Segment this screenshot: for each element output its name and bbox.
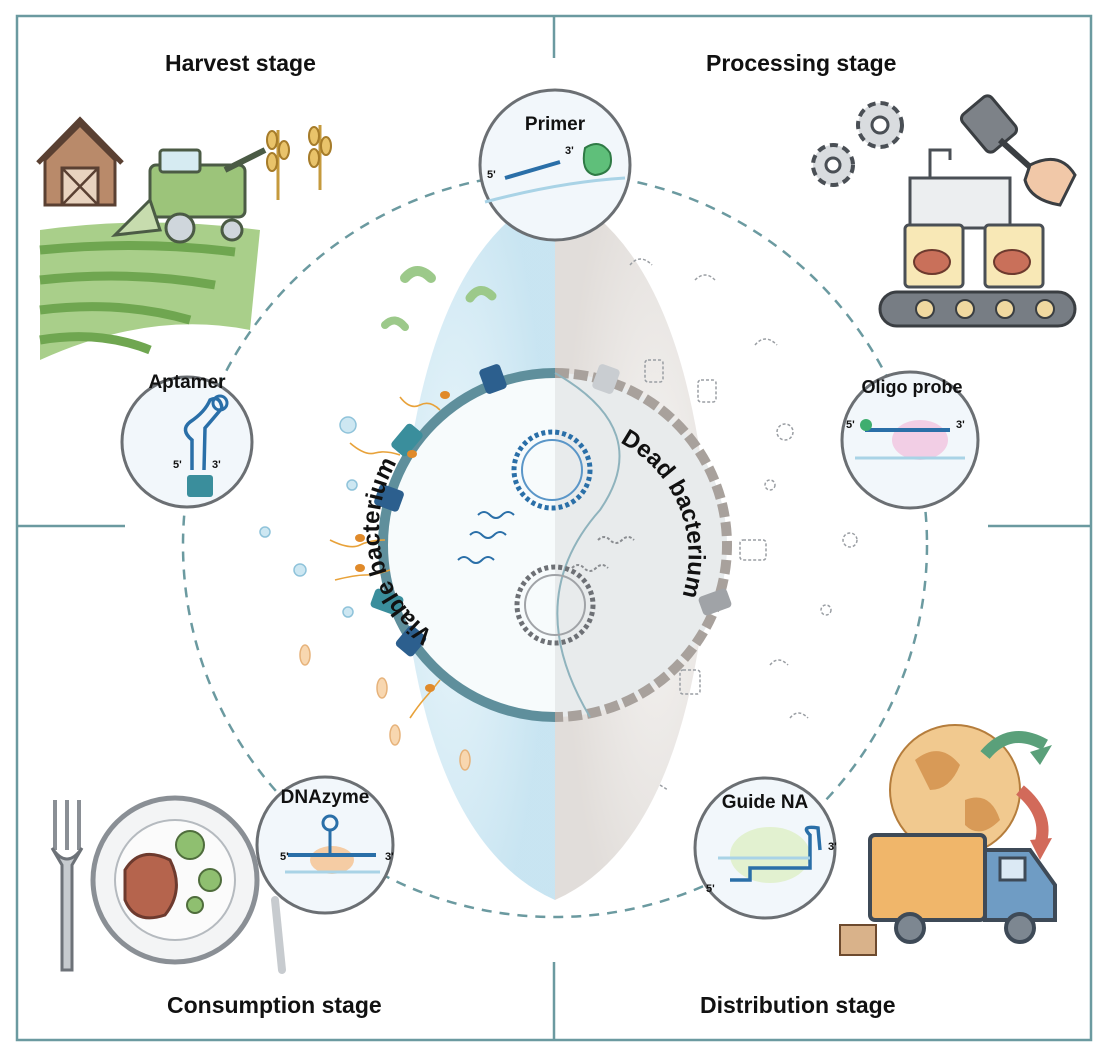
globe-icon bbox=[889, 724, 1021, 856]
aptamer-badge bbox=[120, 375, 254, 509]
pili bbox=[329, 396, 441, 719]
pili-tips bbox=[355, 391, 450, 692]
distribution-illustration bbox=[839, 724, 1057, 956]
kitchen-counter-icon bbox=[908, 148, 1012, 230]
primer-badge bbox=[478, 88, 632, 242]
polymerase-icon bbox=[582, 143, 612, 177]
fluorophore-icon bbox=[860, 419, 872, 431]
arrow-green-icon bbox=[980, 731, 1048, 760]
fork-icon bbox=[50, 800, 84, 972]
bacterium-cell bbox=[378, 368, 732, 722]
central-region bbox=[181, 171, 929, 919]
wheat-icon bbox=[266, 125, 332, 200]
rna-icon bbox=[477, 511, 515, 519]
outer-frame bbox=[15, 14, 1093, 1042]
food-pack-icon bbox=[903, 223, 1045, 289]
primer-strand bbox=[504, 160, 561, 180]
knife-icon bbox=[271, 896, 286, 974]
box-icon bbox=[839, 924, 877, 956]
dnazyme-badge bbox=[255, 775, 395, 915]
cell-divider bbox=[554, 372, 621, 718]
harvest-stage-title: Harvest stage bbox=[165, 50, 316, 76]
conveyor-icon bbox=[878, 290, 1077, 328]
dead-dna-icon bbox=[514, 564, 596, 646]
viable-dna-icon bbox=[511, 429, 593, 511]
aptamer-structure bbox=[183, 396, 224, 471]
dead-membrane bbox=[554, 368, 732, 722]
barn-icon bbox=[36, 116, 124, 207]
spatula-icon bbox=[959, 94, 1077, 207]
plate-icon bbox=[90, 795, 260, 965]
target-icon bbox=[187, 475, 213, 497]
consumption-stage-title: Consumption stage bbox=[167, 992, 382, 1018]
distribution-stage-title: Distribution stage bbox=[700, 992, 896, 1018]
harvester-icon bbox=[110, 147, 267, 244]
guide-na-badge bbox=[693, 776, 837, 920]
consumption-illustration bbox=[50, 795, 286, 974]
oligo-probe-badge bbox=[840, 370, 980, 510]
processing-stage-title: Processing stage bbox=[706, 50, 897, 76]
arrow-red-icon bbox=[1016, 785, 1049, 847]
field-icon bbox=[39, 222, 260, 360]
gear-icon bbox=[811, 101, 904, 187]
dead-debris bbox=[629, 258, 858, 791]
truck-icon bbox=[839, 833, 1057, 956]
viable-membrane bbox=[378, 368, 556, 722]
viable-molecules bbox=[259, 266, 497, 771]
surface-proteins bbox=[370, 364, 732, 657]
processing-illustration bbox=[811, 94, 1077, 328]
harvest-illustration bbox=[36, 116, 332, 360]
